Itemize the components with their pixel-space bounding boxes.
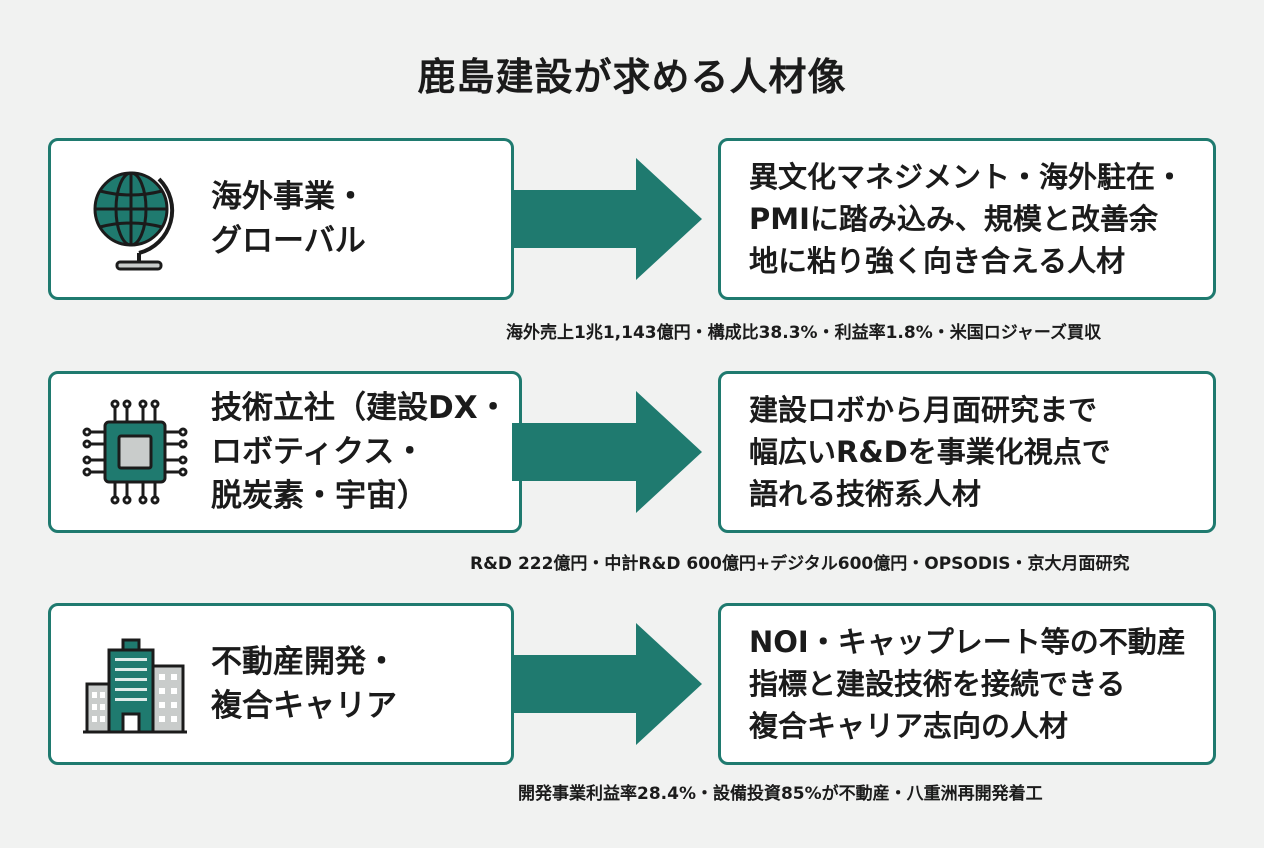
talent-description: 異文化マネジメント・海外駐在・ PMIに踏み込み、規模と改善余 地に粘り強く向き… <box>749 160 1185 278</box>
row-note: R&D 222億円・中計R&D 600億円+デジタル600億円・OPSODIS・… <box>470 554 1130 574</box>
category-box: 技術立社（建設DX・ ロボティクス・ 脱炭素・宇宙） <box>48 371 522 533</box>
buildings-icon <box>79 628 191 740</box>
row-note: 開発事業利益率28.4%・設備投資85%が不動産・八重洲再開発着工 <box>518 784 1043 804</box>
row-note: 海外売上1兆1,143億円・構成比38.3%・利益率1.8%・米国ロジャーズ買収 <box>506 323 1102 343</box>
category-label: 不動産開発・ 複合キャリア <box>211 644 397 724</box>
talent-description-box: 建設ロボから月面研究まで 幅広いR&Dを事業化視点で 語れる技術系人材 <box>718 371 1216 533</box>
row-real-estate: 不動産開発・ 複合キャリア NOI・キャップレート等の不動産 指標と建設技術を接… <box>0 603 1264 843</box>
arrow-icon <box>512 623 702 745</box>
row-overseas: 海外事業・ グローバル 異文化マネジメント・海外駐在・ PMIに踏み込み、規模と… <box>0 138 1264 378</box>
row-technology: 技術立社（建設DX・ ロボティクス・ 脱炭素・宇宙） 建設ロボから月面研究まで … <box>0 371 1264 611</box>
talent-description-box: 異文化マネジメント・海外駐在・ PMIに踏み込み、規模と改善余 地に粘り強く向き… <box>718 138 1216 300</box>
page-title: 鹿島建設が求める人材像 <box>417 55 847 99</box>
chip-icon <box>79 396 191 508</box>
talent-description: NOI・キャップレート等の不動産 指標と建設技術を接続できる 複合キャリア志向の… <box>749 625 1186 743</box>
globe-icon <box>79 163 191 275</box>
arrow-icon <box>512 158 702 280</box>
category-label: 海外事業・ グローバル <box>211 179 366 259</box>
category-label: 技術立社（建設DX・ ロボティクス・ 脱炭素・宇宙） <box>211 390 509 514</box>
category-box: 不動産開発・ 複合キャリア <box>48 603 514 765</box>
talent-description-box: NOI・キャップレート等の不動産 指標と建設技術を接続できる 複合キャリア志向の… <box>718 603 1216 765</box>
arrow-icon <box>512 391 702 513</box>
talent-description: 建設ロボから月面研究まで 幅広いR&Dを事業化視点で 語れる技術系人材 <box>749 393 1111 511</box>
category-box: 海外事業・ グローバル <box>48 138 514 300</box>
